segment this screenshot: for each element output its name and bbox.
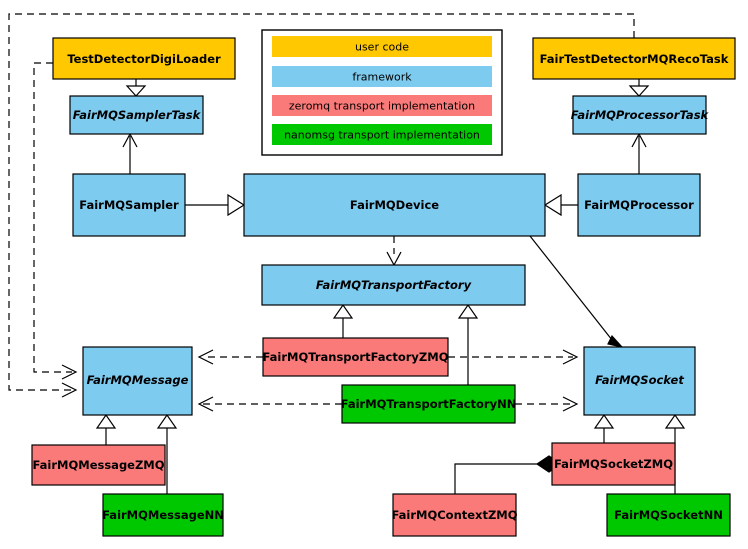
- node-label-FairMQMessageNN: FairMQMessageNN: [102, 508, 224, 522]
- legend-swatch-nanomsg: [272, 124, 492, 145]
- legend-swatch-user-code: [272, 36, 492, 57]
- legend-label-zeromq: zeromq transport implementation: [289, 100, 475, 113]
- arrowhead-sampler-to-device: [227, 193, 246, 217]
- node-FairMQMessageNN[interactable]: FairMQMessageNN: [102, 493, 224, 537]
- arrowhead-factoryzmq-to-message: [197, 349, 214, 365]
- node-rect-FairMQMessageNN[interactable]: [102, 493, 224, 537]
- arrowhead-factorynn-to-socket: [562, 396, 579, 412]
- node-FairMQProcessor[interactable]: FairMQProcessor: [577, 173, 701, 237]
- node-rect-FairMQDevice[interactable]: [243, 173, 546, 237]
- node-TestDetectorDigiLoader[interactable]: TestDetectorDigiLoader: [52, 37, 236, 80]
- arrowhead-factoryzmq-to-transportfactory: [332, 303, 354, 319]
- node-FairMQContextZMQ[interactable]: FairMQContextZMQ: [391, 493, 518, 537]
- node-rect-FairMQProcessorTask[interactable]: [572, 95, 707, 135]
- arrowhead-recotask-to-message: [61, 382, 78, 398]
- node-rect-FairMQTransportFactory[interactable]: [261, 264, 526, 306]
- node-label-FairMQMessageZMQ: FairMQMessageZMQ: [32, 458, 164, 472]
- legend: user code framework zeromq transport imp…: [261, 29, 503, 156]
- arrowhead-processor-to-device: [543, 193, 562, 217]
- arrowhead-factorynn-to-transportfactory: [457, 303, 479, 319]
- arrowhead-messagezmq-to-message: [95, 413, 117, 429]
- edge-contextzmq-to-socketzmq: [454, 463, 537, 494]
- node-FairMQTransportFactoryNN[interactable]: FairMQTransportFactoryNN: [341, 384, 517, 424]
- node-rect-FairMQSocketZMQ[interactable]: [551, 442, 676, 486]
- edge-group-routed-dependencies: [8, 13, 635, 412]
- legend-label-nanomsg: nanomsg transport implementation: [284, 129, 480, 142]
- node-FairMQMessage[interactable]: FairMQMessage: [82, 346, 193, 416]
- node-rect-FairMQSocketNN[interactable]: [606, 493, 731, 537]
- edge-recotask-to-message: [8, 13, 635, 391]
- node-rect-FairMQContextZMQ[interactable]: [392, 493, 517, 537]
- node-label-FairMQTransportFactoryNN: FairMQTransportFactoryNN: [341, 397, 517, 411]
- node-rect-FairMQMessageZMQ[interactable]: [31, 444, 166, 486]
- node-rect-FairMQMessage[interactable]: [82, 346, 193, 416]
- arrowhead-factoryzmq-to-socket: [562, 349, 579, 365]
- node-FairMQSampler[interactable]: FairMQSampler: [72, 173, 186, 237]
- node-label-FairTestDetectorMQRecoTask: FairTestDetectorMQRecoTask: [540, 52, 729, 66]
- node-FairMQTransportFactoryZMQ[interactable]: FairMQTransportFactoryZMQ: [262, 337, 449, 377]
- arrowhead-recotask-to-processortask: [628, 85, 650, 97]
- node-FairMQSocket[interactable]: FairMQSocket: [583, 346, 696, 416]
- arrowhead-device-to-socket: [607, 334, 624, 348]
- node-label-FairMQDevice: FairMQDevice: [350, 198, 439, 212]
- node-label-TestDetectorDigiLoader: TestDetectorDigiLoader: [67, 52, 221, 66]
- node-label-FairMQSampler: FairMQSampler: [79, 198, 179, 212]
- edge-digiloader-to-message: [33, 62, 72, 373]
- node-rect-TestDetectorDigiLoader[interactable]: [52, 37, 236, 80]
- node-group: TestDetectorDigiLoader FairTestDetectorM…: [31, 37, 736, 537]
- legend-label-framework: framework: [352, 71, 412, 84]
- node-rect-FairMQTransportFactoryZMQ[interactable]: [262, 337, 449, 377]
- node-FairMQSocketNN[interactable]: FairMQSocketNN: [606, 493, 731, 537]
- arrowhead-messagenn-to-message: [156, 413, 178, 429]
- legend-swatch-zeromq: [272, 95, 492, 116]
- node-FairMQProcessorTask[interactable]: FairMQProcessorTask: [571, 95, 710, 135]
- node-label-FairMQSocketZMQ: FairMQSocketZMQ: [554, 457, 673, 471]
- node-rect-FairTestDetectorMQRecoTask[interactable]: [532, 37, 736, 80]
- node-label-FairMQMessage: FairMQMessage: [87, 373, 189, 387]
- arrowhead-digiloader-to-message: [61, 364, 78, 380]
- arrowhead-digiloader-to-samplertask: [125, 85, 147, 97]
- node-label-FairMQContextZMQ: FairMQContextZMQ: [391, 508, 517, 522]
- node-rect-FairMQSamplerTask[interactable]: [69, 95, 204, 135]
- node-rect-FairMQSocket[interactable]: [583, 346, 696, 416]
- node-FairTestDetectorMQRecoTask[interactable]: FairTestDetectorMQRecoTask: [532, 37, 736, 80]
- node-rect-FairMQSampler[interactable]: [72, 173, 186, 237]
- arrowhead-factorynn-to-message: [197, 396, 214, 412]
- node-FairMQTransportFactory[interactable]: FairMQTransportFactory: [261, 264, 526, 306]
- node-FairMQMessageZMQ[interactable]: FairMQMessageZMQ: [31, 444, 166, 486]
- node-FairMQSamplerTask[interactable]: FairMQSamplerTask: [69, 95, 204, 135]
- legend-swatch-framework: [272, 66, 492, 87]
- edge-device-to-socket: [529, 235, 617, 346]
- node-label-FairMQProcessor: FairMQProcessor: [584, 198, 694, 212]
- arrowhead-socketnn-to-socket: [664, 413, 686, 429]
- node-rect-FairMQTransportFactoryNN[interactable]: [341, 384, 516, 424]
- node-label-FairMQTransportFactoryZMQ: FairMQTransportFactoryZMQ: [262, 350, 448, 364]
- node-label-FairMQSocket: FairMQSocket: [595, 373, 684, 387]
- legend-label-user-code: user code: [355, 41, 409, 54]
- node-label-FairMQTransportFactory: FairMQTransportFactory: [316, 278, 472, 292]
- node-rect-FairMQProcessor[interactable]: [577, 173, 701, 237]
- node-label-FairMQSocketNN: FairMQSocketNN: [614, 508, 723, 522]
- node-FairMQSocketZMQ[interactable]: FairMQSocketZMQ: [551, 442, 676, 486]
- arrowhead-socketzmq-to-socket: [593, 413, 615, 429]
- node-label-FairMQSamplerTask: FairMQSamplerTask: [73, 108, 202, 122]
- node-label-FairMQProcessorTask: FairMQProcessorTask: [571, 108, 710, 122]
- node-FairMQDevice[interactable]: FairMQDevice: [243, 173, 546, 237]
